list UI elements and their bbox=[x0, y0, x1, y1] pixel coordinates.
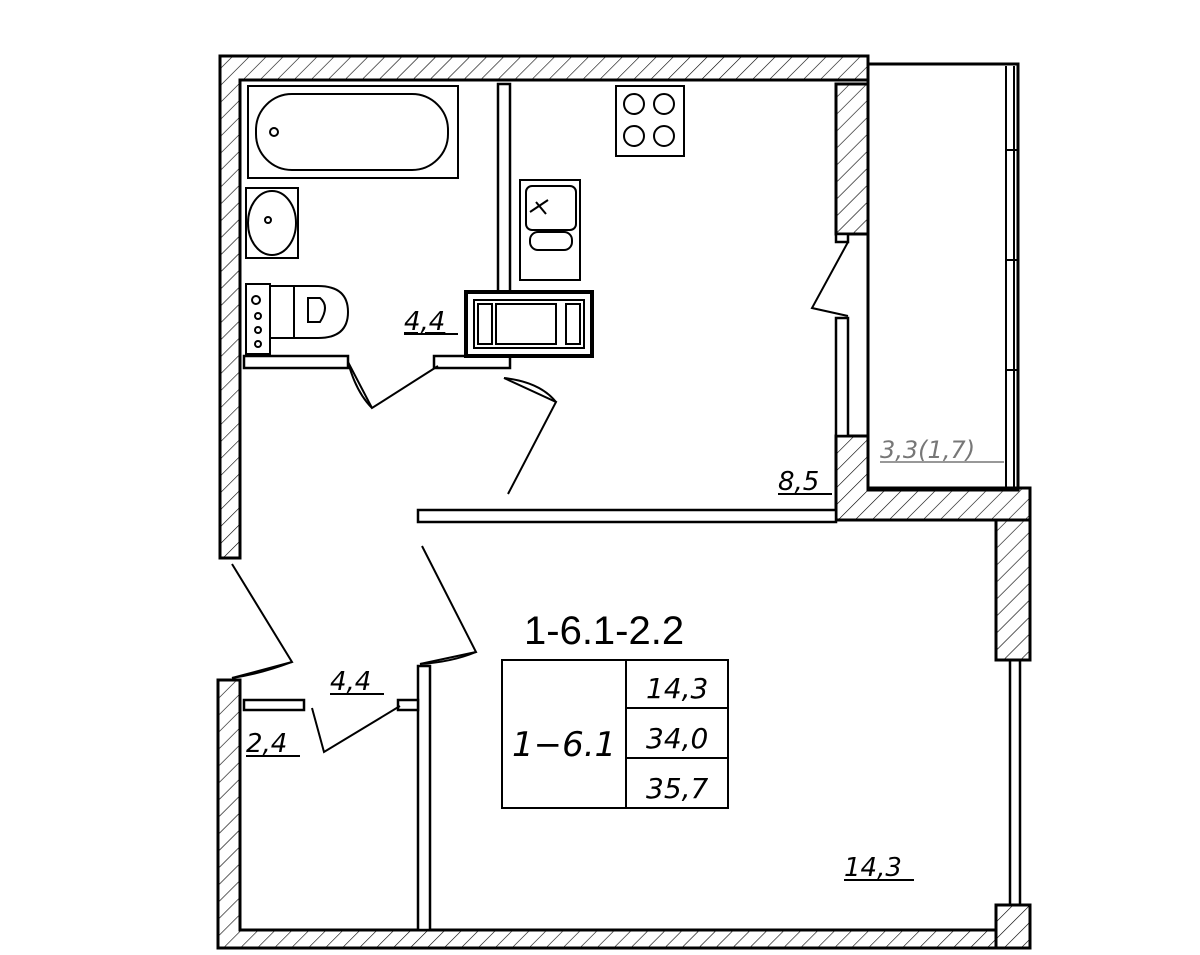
table-border bbox=[501, 659, 729, 809]
balcony-area-label: 3,3(1,7) bbox=[880, 436, 975, 464]
kitchen-sink-bowl bbox=[525, 185, 577, 231]
wall-left-lower bbox=[216, 678, 1002, 950]
kitchen-area-label: 8,5 bbox=[778, 467, 819, 497]
bathroom-fixtures bbox=[245, 85, 459, 355]
storage-area-label: 2,4 bbox=[246, 729, 287, 759]
apartment-code: 1-6.1-2.2 bbox=[524, 609, 684, 653]
partition-storage-top bbox=[242, 698, 306, 712]
door-bathroom bbox=[347, 361, 439, 410]
wall-living-right bbox=[994, 518, 1032, 662]
sink-bowl bbox=[247, 190, 297, 256]
toilet-button bbox=[254, 312, 262, 320]
sink-drain bbox=[264, 216, 272, 224]
table-living-area: 14,3 bbox=[646, 672, 708, 705]
door-kitchen-arc bbox=[503, 377, 557, 403]
doors bbox=[231, 241, 849, 754]
wall-living-right-lower bbox=[994, 903, 1032, 950]
bathroom-area-label: 4,4 bbox=[404, 307, 445, 337]
door-storage bbox=[311, 705, 401, 754]
shaft-cell bbox=[477, 303, 493, 345]
partition-kitchen-balcony bbox=[834, 232, 850, 244]
door-living-arc bbox=[419, 651, 477, 665]
shaft-cell bbox=[495, 303, 557, 345]
wall-top bbox=[218, 54, 870, 560]
toilet-seat bbox=[307, 297, 326, 323]
stove-burner bbox=[623, 93, 645, 115]
interior-partitions bbox=[242, 82, 1022, 932]
bathtub-drain bbox=[269, 127, 279, 137]
living-room-area-label: 14,3 bbox=[844, 853, 902, 883]
wall-kitchen-right bbox=[834, 82, 870, 236]
door-entrance bbox=[231, 563, 294, 679]
partition-storage-top-right bbox=[396, 698, 420, 712]
kitchen-fixtures bbox=[519, 85, 685, 281]
balcony bbox=[866, 62, 1020, 492]
toilet-button bbox=[251, 295, 261, 305]
stove-burner bbox=[653, 93, 675, 115]
summary-table bbox=[501, 659, 729, 809]
partition-kitchen-balcony-low bbox=[834, 316, 850, 438]
door-balcony bbox=[810, 241, 849, 317]
stove-burner bbox=[623, 125, 645, 147]
door-entrance-arc bbox=[231, 661, 293, 679]
kitchen-sink-drain bbox=[529, 231, 573, 251]
shaft-cell bbox=[565, 303, 581, 345]
toilet-button bbox=[254, 340, 262, 348]
partition-bath-bottom bbox=[242, 354, 350, 370]
hallway-area-label: 4,4 bbox=[330, 667, 371, 697]
door-bathroom-arc bbox=[347, 361, 373, 409]
partition-kitchen-bottom bbox=[416, 508, 838, 524]
toilet-bowl-base bbox=[269, 285, 295, 339]
table-total-with-balcony: 35,7 bbox=[646, 772, 709, 805]
table-total-area: 34,0 bbox=[646, 722, 708, 755]
door-living bbox=[419, 545, 478, 665]
stove-burner bbox=[653, 125, 675, 147]
table-unit-label: 1−6.1 bbox=[512, 725, 616, 765]
toilet-button bbox=[254, 326, 262, 334]
bathtub-inner bbox=[255, 93, 449, 171]
balcony-outline bbox=[866, 62, 1020, 492]
faucet-icon-cross bbox=[535, 201, 547, 215]
exterior-walls bbox=[216, 54, 1032, 950]
ventilation-shaft bbox=[464, 290, 594, 358]
partition-living-left bbox=[416, 664, 432, 932]
